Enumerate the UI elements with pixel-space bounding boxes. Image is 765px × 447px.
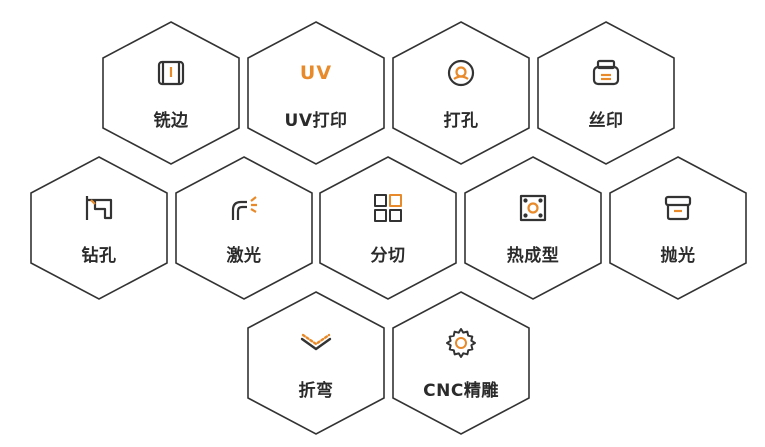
thermoform-icon — [515, 190, 551, 226]
tile-label: 激光 — [226, 246, 262, 266]
bend-icon — [298, 325, 334, 361]
gear-icon — [443, 325, 479, 361]
tile-label: 分切 — [370, 246, 406, 266]
hexagon-frame — [609, 156, 747, 300]
tile-bending[interactable]: 折弯 — [246, 290, 386, 436]
tile-punching[interactable]: 打孔 — [391, 20, 531, 166]
tile-cnc-engraving[interactable]: CNC精雕 — [391, 290, 531, 436]
hexagon-frame — [247, 21, 385, 165]
printer-icon — [588, 55, 624, 91]
tile-screen-print[interactable]: 丝印 — [536, 20, 676, 166]
tile-thermoforming[interactable]: 热成型 — [463, 155, 603, 301]
laser-icon — [226, 190, 262, 226]
punch-icon — [443, 55, 479, 91]
hexagon-frame — [537, 21, 675, 165]
tile-laser[interactable]: 激光 — [174, 155, 314, 301]
tile-label: UV打印 — [284, 111, 348, 131]
drill-icon — [81, 190, 117, 226]
tile-label: 折弯 — [298, 381, 334, 401]
polish-icon — [660, 190, 696, 226]
hexagon-frame — [175, 156, 313, 300]
grid-icon — [370, 190, 406, 226]
tile-drilling[interactable]: 钻孔 — [29, 155, 169, 301]
tile-label: 打孔 — [443, 111, 479, 131]
hexagon-frame — [392, 291, 530, 435]
edge-milling-icon — [153, 55, 189, 91]
hexagon-frame — [247, 291, 385, 435]
uv-icon: UV — [299, 62, 333, 84]
hexagon-frame — [392, 21, 530, 165]
tile-edge-milling[interactable]: 铣边 — [101, 20, 241, 166]
tile-label: 热成型 — [506, 246, 560, 266]
tile-label: 丝印 — [588, 111, 624, 131]
hexagon-frame — [102, 21, 240, 165]
hexagon-frame — [30, 156, 168, 300]
tile-label: 钻孔 — [81, 246, 117, 266]
tile-label: CNC精雕 — [423, 381, 499, 401]
tile-label: 抛光 — [660, 246, 696, 266]
tile-uv-print[interactable]: UV UV打印 — [246, 20, 386, 166]
tile-cutting[interactable]: 分切 — [318, 155, 458, 301]
tile-polishing[interactable]: 抛光 — [608, 155, 748, 301]
tile-label: 铣边 — [153, 111, 189, 131]
hexagon-frame — [319, 156, 457, 300]
hexagon-frame — [464, 156, 602, 300]
